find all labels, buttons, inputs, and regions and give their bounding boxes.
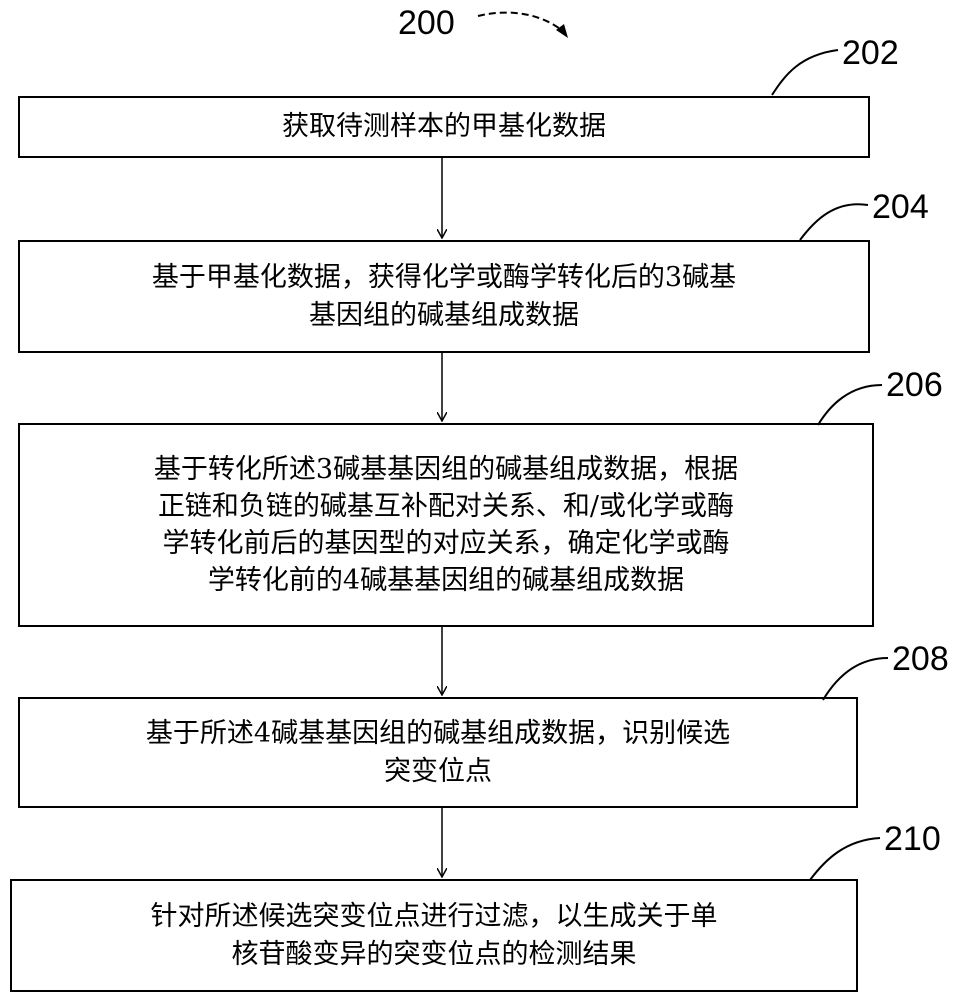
step-ref-208: 208 <box>892 640 949 678</box>
step-text-210: 针对所述候选突变位点进行过滤，以生成关于单 核苷酸变异的突变位点的检测结果 <box>150 901 718 970</box>
step-ref-202: 202 <box>842 34 899 72</box>
step-box-204: 基于甲基化数据，获得化学或酶学转化后的3碱基 基因组的碱基组成数据 <box>18 240 870 353</box>
step-box-210: 针对所述候选突变位点进行过滤，以生成关于单 核苷酸变异的突变位点的检测结果 <box>10 879 858 992</box>
step-ref-204: 204 <box>872 188 929 226</box>
leader-line-206 <box>817 384 883 426</box>
step-ref-210: 210 <box>884 820 941 858</box>
step-text-208: 基于所述4碱基基因组的碱基组成数据，识别候选 突变位点 <box>145 718 731 787</box>
step-box-206: 基于转化所述3碱基基因组的碱基组成数据，根据 正链和负链的碱基互补配对关系、和/… <box>18 423 874 627</box>
step-ref-206: 206 <box>886 366 943 404</box>
leader-line-208 <box>822 657 889 701</box>
step-text-204: 基于甲基化数据，获得化学或酶学转化后的3碱基 基因组的碱基组成数据 <box>151 262 737 331</box>
step-box-208: 基于所述4碱基基因组的碱基组成数据，识别候选 突变位点 <box>18 697 858 808</box>
figure-label-arrow <box>477 11 567 35</box>
leader-line-210 <box>809 837 881 881</box>
step-text-206: 基于转化所述3碱基基因组的碱基组成数据，根据 正链和负链的碱基互补配对关系、和/… <box>153 453 739 597</box>
leader-line-204 <box>799 203 869 241</box>
figure-label-arrowhead <box>556 24 568 38</box>
leader-line-202 <box>771 49 839 96</box>
step-text-202: 获取待测样本的甲基化数据 <box>282 111 606 143</box>
step-box-202: 获取待测样本的甲基化数据 <box>18 96 870 158</box>
figure-label: 200 <box>398 4 455 42</box>
